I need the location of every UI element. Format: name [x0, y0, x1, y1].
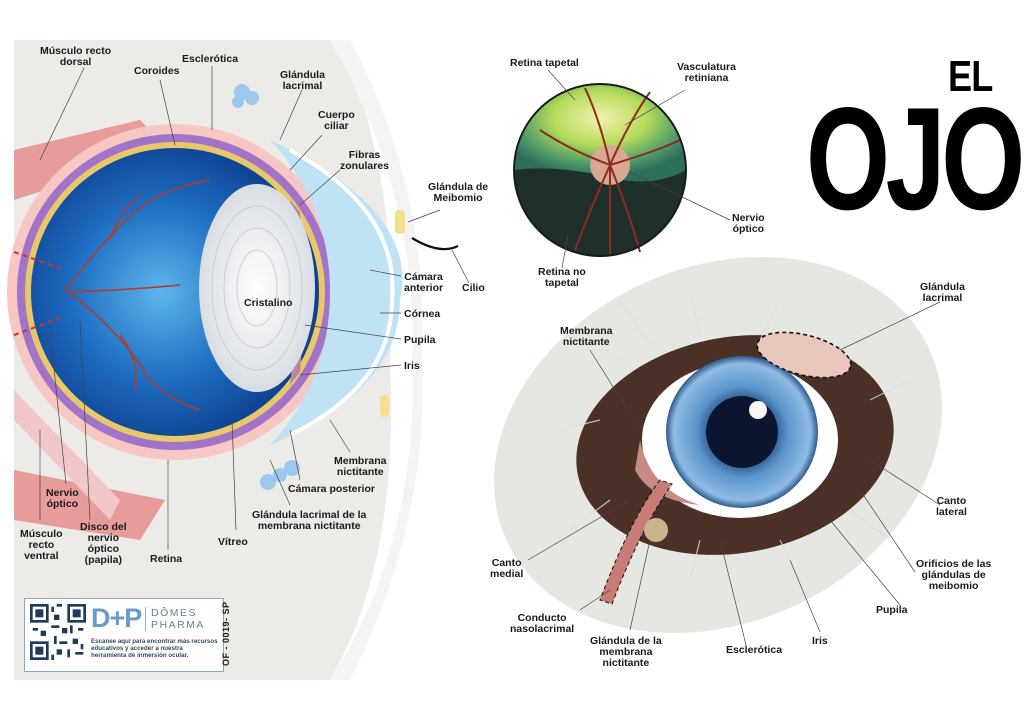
brand-divider — [145, 607, 146, 631]
qr-code-icon[interactable] — [30, 604, 86, 660]
label-iris: Iris — [404, 360, 420, 372]
label-retina-tapetal: Retina tapetal — [510, 57, 579, 69]
brand-description: Escanee aquí para encontrar más recursos… — [91, 638, 218, 660]
brand-logo: D+P — [91, 603, 142, 633]
label-cornea: Córnea — [404, 308, 441, 320]
label-camara-posterior: Cámara posterior — [288, 483, 375, 495]
label-pupila: Pupila — [404, 334, 436, 346]
label-ext-pupila: Pupila — [876, 604, 908, 616]
fundus-view — [513, 69, 731, 269]
label-cilio: Cilio — [462, 282, 485, 294]
document-code: OF - 0019- SP — [221, 601, 231, 666]
title-el: EL — [948, 52, 993, 101]
title-ojo: OJO — [806, 77, 1024, 240]
label-ext-iris: Iris — [812, 635, 828, 647]
cross-section-eye — [7, 40, 470, 680]
label-cristalino: Cristalino — [244, 297, 293, 309]
external-eye — [494, 256, 942, 646]
label-ext-esclerotica: Esclerótica — [726, 644, 783, 656]
label-vitreo: Vítreo — [218, 536, 248, 548]
label-coroides: Coroides — [134, 65, 180, 77]
label-retina: Retina — [150, 553, 183, 565]
label-esclerotica: Esclerótica — [182, 53, 239, 65]
